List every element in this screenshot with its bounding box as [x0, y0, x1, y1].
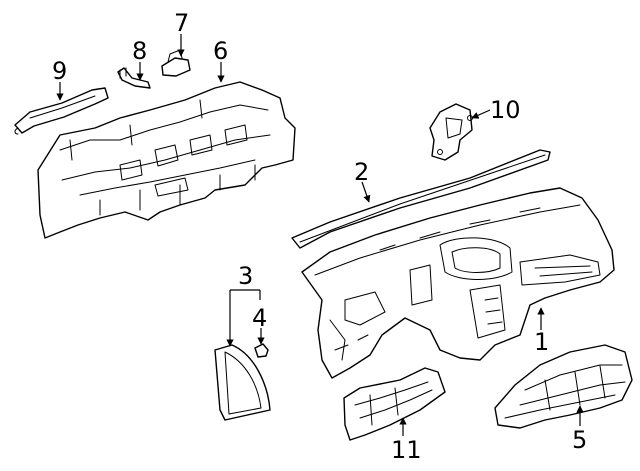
callout-5: 5: [572, 426, 587, 454]
part-11-lower-trim: [343, 367, 446, 441]
leader-10: [471, 109, 491, 119]
part-4-clip: [254, 343, 269, 358]
part-1-instrument-panel: [301, 187, 615, 379]
part-7-bracket: [161, 49, 191, 77]
part-10-bracket: [429, 103, 473, 161]
callout-11: 11: [391, 436, 422, 464]
part-5-glove-box: [494, 344, 633, 429]
callout-10: 10: [490, 96, 521, 124]
callout-4: 4: [252, 304, 267, 332]
callout-1: 1: [534, 328, 549, 356]
callout-8: 8: [132, 37, 147, 65]
leader-2: [361, 181, 371, 203]
part-9-bracket: [14, 87, 109, 135]
leader-lines: [56, 34, 584, 436]
callout-7: 7: [174, 9, 189, 37]
callout-9: 9: [52, 57, 67, 85]
part-6-frame: [37, 81, 296, 239]
callout-6: 6: [213, 37, 228, 65]
part-2-strip: [291, 149, 551, 249]
callout-2: 2: [354, 158, 369, 186]
part-3-end-cap: [214, 344, 271, 421]
callout-labels: 1 2 3 4 5 6 7 8 9 10 11: [52, 9, 587, 464]
callout-3: 3: [238, 262, 253, 290]
part-8-clip: [117, 67, 151, 89]
